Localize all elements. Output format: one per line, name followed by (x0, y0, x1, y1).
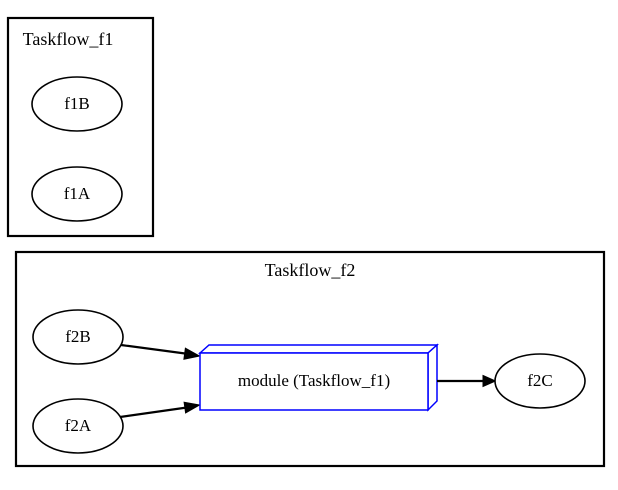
node-f2A-shape (32, 398, 124, 454)
edge-f2B-to-module[interactable] (120, 343, 201, 360)
edge-f2A-to-module-line (119, 406, 187, 419)
node-f1B[interactable]: f1B (31, 76, 123, 132)
edge-f2B-to-module-arrowhead (183, 347, 201, 360)
node-f1B-shape (31, 76, 123, 132)
edge-f2A-to-module-arrowhead (183, 401, 201, 414)
edge-module-to-f2C-arrowhead (482, 374, 497, 388)
module-box3d-front-face (199, 352, 429, 411)
node-f2C[interactable]: f2C (494, 353, 586, 409)
node-module-taskflow-f1[interactable]: module (Taskflow_f1) (198, 343, 439, 412)
node-f1A[interactable]: f1A (31, 166, 123, 222)
cluster-taskflow-f2[interactable]: Taskflow_f2 (14, 250, 606, 468)
module-box3d-label: module (Taskflow_f1) (238, 371, 390, 390)
edge-module-to-f2C[interactable] (437, 374, 497, 388)
cluster-taskflow-f1[interactable]: Taskflow_f1 (6, 16, 155, 238)
cluster-taskflow-f2-border (14, 250, 606, 468)
node-f1A-shape (31, 166, 123, 222)
node-f2A-label: f2A (65, 416, 92, 435)
cluster-taskflow-f1-label: Taskflow_f1 (23, 29, 114, 49)
cluster-taskflow-f1-border (6, 16, 155, 238)
module-box3d-top-face (198, 344, 439, 354)
module-box3d-side-face (427, 343, 438, 412)
node-f2C-label: f2C (527, 371, 553, 390)
node-f2B-label: f2B (65, 327, 91, 346)
node-f1A-label: f1A (64, 184, 91, 203)
edge-f2A-to-module[interactable] (119, 401, 201, 419)
cluster-taskflow-f2-label: Taskflow_f2 (265, 260, 356, 280)
node-f2B-shape (32, 309, 124, 365)
node-f1B-label: f1B (64, 94, 90, 113)
node-f2A[interactable]: f2A (32, 398, 124, 454)
node-f2C-shape (494, 353, 586, 409)
edge-f2B-to-module-line (120, 343, 187, 355)
node-f2B[interactable]: f2B (32, 309, 124, 365)
